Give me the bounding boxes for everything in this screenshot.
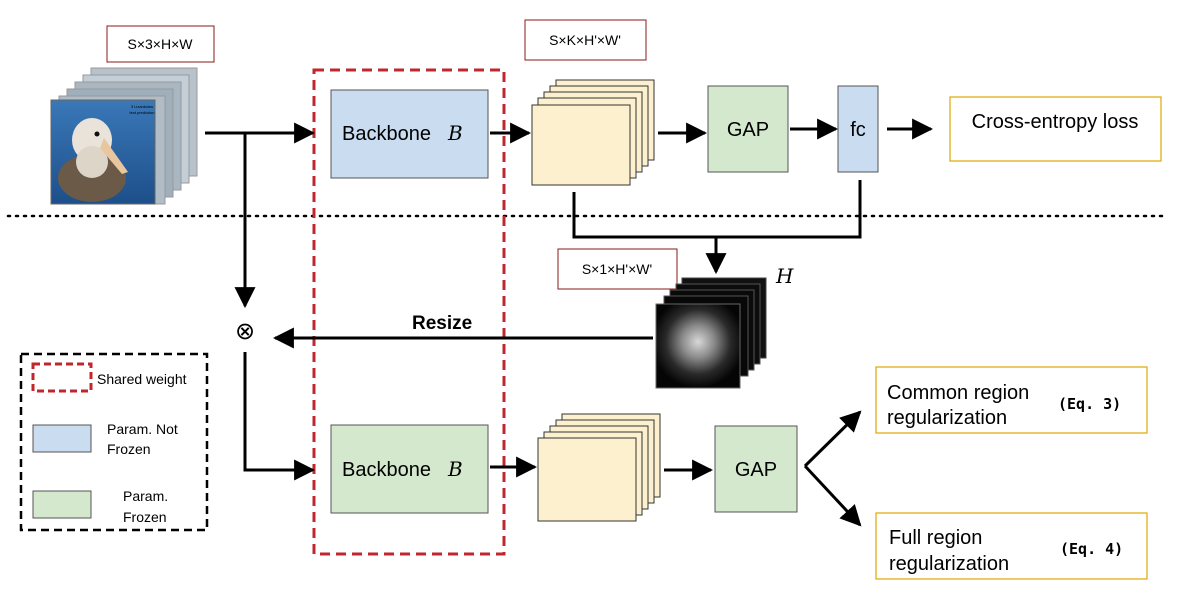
arrows [205,118,934,527]
svg-text:(Eq. 4): (Eq. 4) [1060,540,1123,558]
gap-bottom: GAP [714,425,798,513]
shared-weight-box [312,68,506,556]
svg-text:Full region: Full region [889,527,982,549]
svg-text:GAP: GAP [735,459,777,481]
bird-image: 3 Lizardclaw test prediction [50,99,156,205]
svg-text:B: B [447,121,463,145]
heatmap-stack: H [655,264,794,389]
svg-text:3 Lizardclaw: 3 Lizardclaw [131,104,153,109]
svg-text:H: H [775,264,794,288]
legend-frozen-swatch [32,490,92,519]
svg-text:Param.: Param. [123,488,168,504]
svg-text:S×K×H'×W': S×K×H'×W' [549,32,621,48]
resize-label: Resize [412,313,472,334]
legend-not-frozen-swatch [32,424,92,453]
feature-stack-bottom [537,413,661,522]
svg-text:test prediction: test prediction [130,110,155,115]
svg-text:Backbone: Backbone [342,123,431,145]
svg-text:B: B [447,457,463,481]
svg-text:Shared weight: Shared weight [97,371,187,387]
svg-text:regularization: regularization [889,553,1009,575]
heatmap-shape-label: S×1×H'×W' [557,248,678,290]
backbone-bottom: Backbone B [330,424,489,514]
svg-text:Common region: Common region [887,382,1029,404]
svg-text:(Eq. 3): (Eq. 3) [1058,395,1121,413]
fc-block: fc [837,85,879,173]
feature-shape-label: S×K×H'×W' [524,19,647,61]
input-image-stack: 3 Lizardclaw test prediction [50,67,198,205]
svg-text:Param. Not: Param. Not [107,421,178,437]
svg-text:Frozen: Frozen [107,441,151,457]
feature-stack-top [531,79,655,186]
legend: Shared weight Param. Not Frozen Param. F… [19,352,209,532]
svg-text:Frozen: Frozen [123,509,167,525]
common-region-box: Common region regularization (Eq. 3) [875,366,1148,434]
input-shape-label: S×3×H×W [106,25,215,63]
full-region-box: Full region regularization (Eq. 4) [875,512,1148,580]
svg-text:S×1×H'×W': S×1×H'×W' [582,261,652,277]
svg-text:Cross-entropy loss: Cross-entropy loss [972,111,1139,133]
legend-shared-swatch [31,362,93,393]
svg-text:Backbone: Backbone [342,459,431,481]
ce-loss-box: Cross-entropy loss [949,96,1162,162]
svg-text:regularization: regularization [887,407,1007,429]
svg-text:fc: fc [850,119,866,141]
svg-text:GAP: GAP [727,119,769,141]
multiply-icon: ⊗ [235,318,255,345]
gap-top: GAP [707,85,789,173]
svg-text:S×3×H×W: S×3×H×W [128,36,194,52]
backbone-top: Backbone B [330,89,489,179]
